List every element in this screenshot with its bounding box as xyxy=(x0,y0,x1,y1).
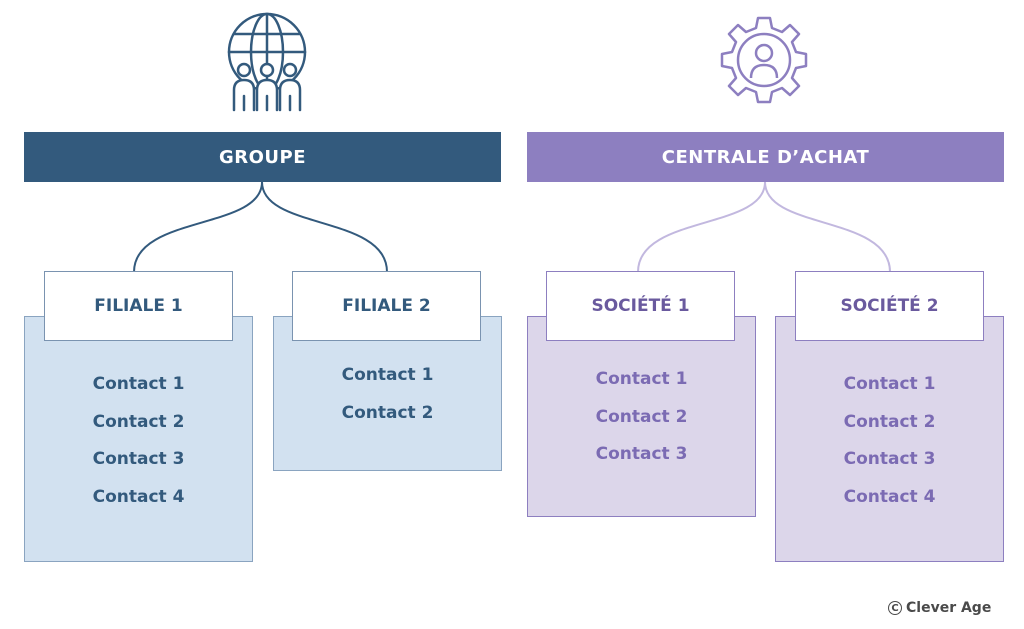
contact-item: Contact 3 xyxy=(92,449,185,469)
contact-item: Contact 4 xyxy=(843,486,936,507)
contact-item: Contact 3 xyxy=(595,444,688,464)
connector-groupe-filiale-2 xyxy=(261,181,388,273)
contact-item: Contact 2 xyxy=(341,402,434,423)
contact-item: Contact 1 xyxy=(92,374,185,394)
contact-item: Contact 2 xyxy=(92,411,185,432)
societe-2-label: SOCIÉTÉ 2 xyxy=(795,271,984,341)
filiale-1-panel xyxy=(24,316,253,562)
filiale-2-label: FILIALE 2 xyxy=(292,271,481,341)
societe-2-contacts: Contact 1 Contact 2 Contact 3 Contact 4 xyxy=(775,366,1004,516)
contact-item: Contact 2 xyxy=(843,411,936,432)
societe-1-panel xyxy=(527,316,756,517)
footer-credit: C Clever Age xyxy=(888,600,991,616)
contact-item: Contact 4 xyxy=(92,486,185,507)
contact-item: Contact 2 xyxy=(595,406,688,427)
gear-person-icon xyxy=(720,16,808,104)
contact-item: Contact 3 xyxy=(843,449,936,469)
societe-1-label: SOCIÉTÉ 1 xyxy=(546,271,735,341)
contact-item: Contact 1 xyxy=(843,374,936,394)
globe-people-icon xyxy=(227,12,307,112)
filiale-2-panel xyxy=(273,316,502,471)
brand-name: Clever Age xyxy=(906,600,992,616)
filiale-2-contacts: Contact 1 Contact 2 xyxy=(273,357,502,432)
connector-groupe-filiale-1 xyxy=(133,181,263,273)
copyright-icon: C xyxy=(888,601,902,615)
filiale-1-label: FILIALE 1 xyxy=(44,271,233,341)
contact-item: Contact 1 xyxy=(341,365,434,385)
connector-centrale-societe-2 xyxy=(764,181,891,273)
connector-centrale-societe-1 xyxy=(637,181,766,273)
groupe-header: GROUPE xyxy=(24,132,501,182)
filiale-1-contacts: Contact 1 Contact 2 Contact 3 Contact 4 xyxy=(24,366,253,516)
contact-item: Contact 1 xyxy=(595,369,688,389)
societe-1-contacts: Contact 1 Contact 2 Contact 3 xyxy=(527,361,756,474)
centrale-header: CENTRALE D’ACHAT xyxy=(527,132,1004,182)
